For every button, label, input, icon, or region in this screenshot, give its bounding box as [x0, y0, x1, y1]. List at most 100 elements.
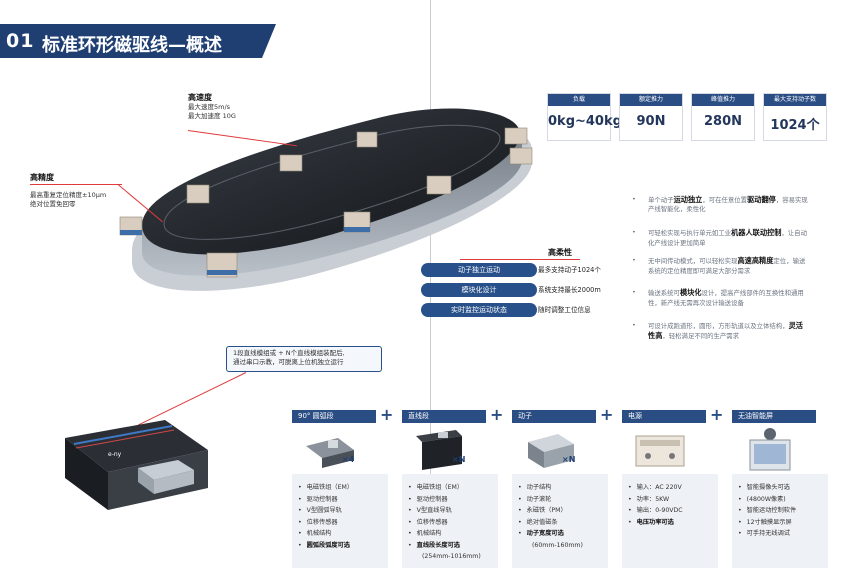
spec-text: 圆弧段弧度可选 [306, 541, 350, 549]
stat-load: 负载 0kg~40kg [547, 93, 622, 141]
spec-item: •位移传感器 [408, 517, 481, 529]
bullet-text: 可设计成跑道形，圆形，方形轨道以及立体结构，灵活性高，轻松满足不同的生产需求 [648, 321, 810, 341]
component-spec-list: •电磁铁组（EM）•驱动控制器•V型圆弧导轨•位移传感器•机械结构•圆弧段弧度可… [298, 482, 353, 551]
quantity-value: 4 [348, 455, 355, 464]
bullet-text: 无中间传动模式，可以轻松实现高速高精度定位，输送系统的定位精度即可满足大部分需求 [648, 256, 810, 276]
component-quantity: ×4 [342, 455, 354, 464]
bullet-dot-icon: • [632, 256, 636, 264]
bullet-dot-icon: • [518, 484, 522, 491]
feature-desc: 随时调整工位信息 [538, 306, 591, 314]
bullet-dot-icon: • [518, 507, 522, 514]
component-spec-box [622, 474, 718, 568]
plus-icon: + [710, 405, 724, 424]
speed-callout: 高速度 最大速度5m/s 最大加速度 10G [188, 92, 236, 121]
plus-icon: + [600, 405, 614, 424]
feature-desc: 系统支持最长2000m [538, 286, 601, 294]
spec-item: • 可手持无线调试 [738, 528, 796, 540]
bullet-dot-icon: • [408, 530, 412, 537]
plus-icon: + [490, 405, 504, 424]
spec-item: •V型直线导轨 [408, 505, 481, 517]
spec-item: • 驱动控制器 [298, 494, 353, 506]
bullet-dot-icon: • [738, 495, 742, 503]
component-image [416, 430, 462, 470]
spec-item: •输入：AC 220V [628, 482, 683, 494]
component-header: 直线段 [402, 410, 486, 423]
bullet-dot-icon: • [298, 518, 302, 526]
spec-text: V型直线导轨 [416, 507, 452, 514]
bullet-segment: 无中间传动模式，可以轻松实现 [648, 257, 738, 265]
spec-text: 位移传感器 [416, 518, 448, 526]
bullet-segment: ，轻松满足不同的生产需求 [662, 332, 740, 340]
spec-item: • 机械结构 [298, 528, 353, 540]
spec-text: 电磁铁组（EM） [416, 484, 464, 491]
stat-label: 最大支持动子数 [764, 94, 826, 106]
spec-text: (4800W像素) [746, 495, 786, 503]
bullet-segment: ，让自动化产线设计更加简单 [648, 229, 807, 247]
component-spec-list: •动子结构•动子滚轮•永磁铁（PM）•绝对值磁条•动子宽度可选(60mm-160… [518, 482, 583, 551]
spec-text: 驱动控制器 [306, 495, 338, 503]
times-icon: × [342, 455, 349, 464]
feature-pill-modular: 模块化设计 [421, 283, 537, 297]
spec-text: 机械结构 [416, 530, 442, 537]
component-spec-box [292, 474, 388, 568]
bullet-text: 可轻松实现与执行单元如工业机器人联动控制，让自动化产线设计更加简单 [648, 228, 810, 248]
spec-item: •动子滚轮 [518, 494, 583, 506]
spec-text: 功率：5KW [636, 495, 670, 503]
bullet-dot-icon: • [298, 495, 302, 503]
bullet-text: 输送系统可模块化设计，提高产线部件的互换性和通用性，新产线无需再次设计输送设备 [648, 288, 810, 308]
spec-item: •电压功率可选 [628, 517, 683, 529]
spec-text: 智能摄像头可选 [746, 484, 790, 491]
spec-text: 输出：0-90VDC [636, 507, 683, 514]
feature-bullet: •单个动子运动独立，可在任意位置驱动翻停，容易实现产线智能化，柔性化 [632, 195, 810, 214]
spec-text: 动子滚轮 [526, 495, 552, 503]
component-header: 90° 圆弧段 [292, 410, 376, 423]
quantity-value: N [568, 455, 576, 464]
precision-underline [30, 184, 122, 185]
component-spec-list: •输入：AC 220V • 功率：5KW • 输出：0-90VDC•电压功率可选 [628, 482, 683, 528]
component-header: 动子 [512, 410, 596, 423]
stat-value: 90N [636, 114, 666, 129]
bullet-dot-icon: • [628, 507, 632, 514]
stat-value: 280N [703, 114, 743, 129]
bullet-segment: 定位，输送系统的定位精度即可满足大部分需求 [648, 257, 806, 275]
spec-text: 电压功率可选 [636, 518, 674, 526]
spec-text: 直线段长度可选 [416, 541, 460, 549]
bullet-dot-icon: • [738, 484, 742, 491]
feature-bullet: • 可轻松实现与执行单元如工业机器人联动控制，让自动化产线设计更加简单 [632, 228, 810, 248]
bullet-dot-icon: • [632, 228, 636, 236]
component-header: 电源 [622, 410, 706, 423]
spec-item: •智能运动控制软件 [738, 505, 796, 517]
stat-label: 额定推力 [620, 94, 682, 106]
spec-item: •直线段长度可选 [408, 540, 481, 552]
section-number: 01 [6, 30, 35, 52]
spec-text: 12寸触摸显示屏 [746, 518, 792, 526]
plus-icon: + [380, 405, 394, 424]
component-spec-box [402, 474, 498, 568]
bullet-emphasis: 运动独立 [673, 195, 703, 204]
stat-rated-thrust: 额定推力 90N [619, 93, 683, 141]
feature-bullet: •可设计成跑道形，圆形，方形轨道以及立体结构，灵活性高，轻松满足不同的生产需求 [632, 321, 810, 341]
bullet-emphasis: 机器人联动控制 [731, 228, 782, 237]
spec-text: 可手持无线调试 [746, 530, 790, 537]
spec-text: 机械结构 [306, 530, 332, 537]
speed-line-2: 最大加速度 10G [188, 112, 236, 120]
stat-label: 负载 [548, 94, 610, 106]
quantity-value: N [458, 455, 466, 464]
component-quantity: ×N [562, 455, 575, 464]
stat-label: 峰值推力 [692, 94, 754, 106]
spec-text: 动子结构 [526, 484, 552, 491]
component-image [635, 435, 685, 467]
bullet-emphasis: 灵活性高 [648, 321, 803, 340]
spec-text: 动子宽度可选 [526, 530, 564, 537]
spec-text: 驱动控制器 [416, 495, 448, 503]
spec-text: 输入：AC 220V [636, 484, 682, 491]
component-image [749, 428, 791, 471]
bullet-dot-icon: • [738, 518, 742, 526]
bullet-dot-icon: • [738, 530, 742, 537]
spec-item: • 输出：0-90VDC [628, 505, 683, 517]
spec-item: •动子宽度可选 [518, 528, 583, 540]
spec-item: •驱动控制器 [408, 494, 481, 506]
bullet-dot-icon: • [298, 530, 302, 537]
bullet-emphasis: 模块化 [679, 288, 702, 297]
spec-item: •圆弧段弧度可选 [298, 540, 353, 552]
